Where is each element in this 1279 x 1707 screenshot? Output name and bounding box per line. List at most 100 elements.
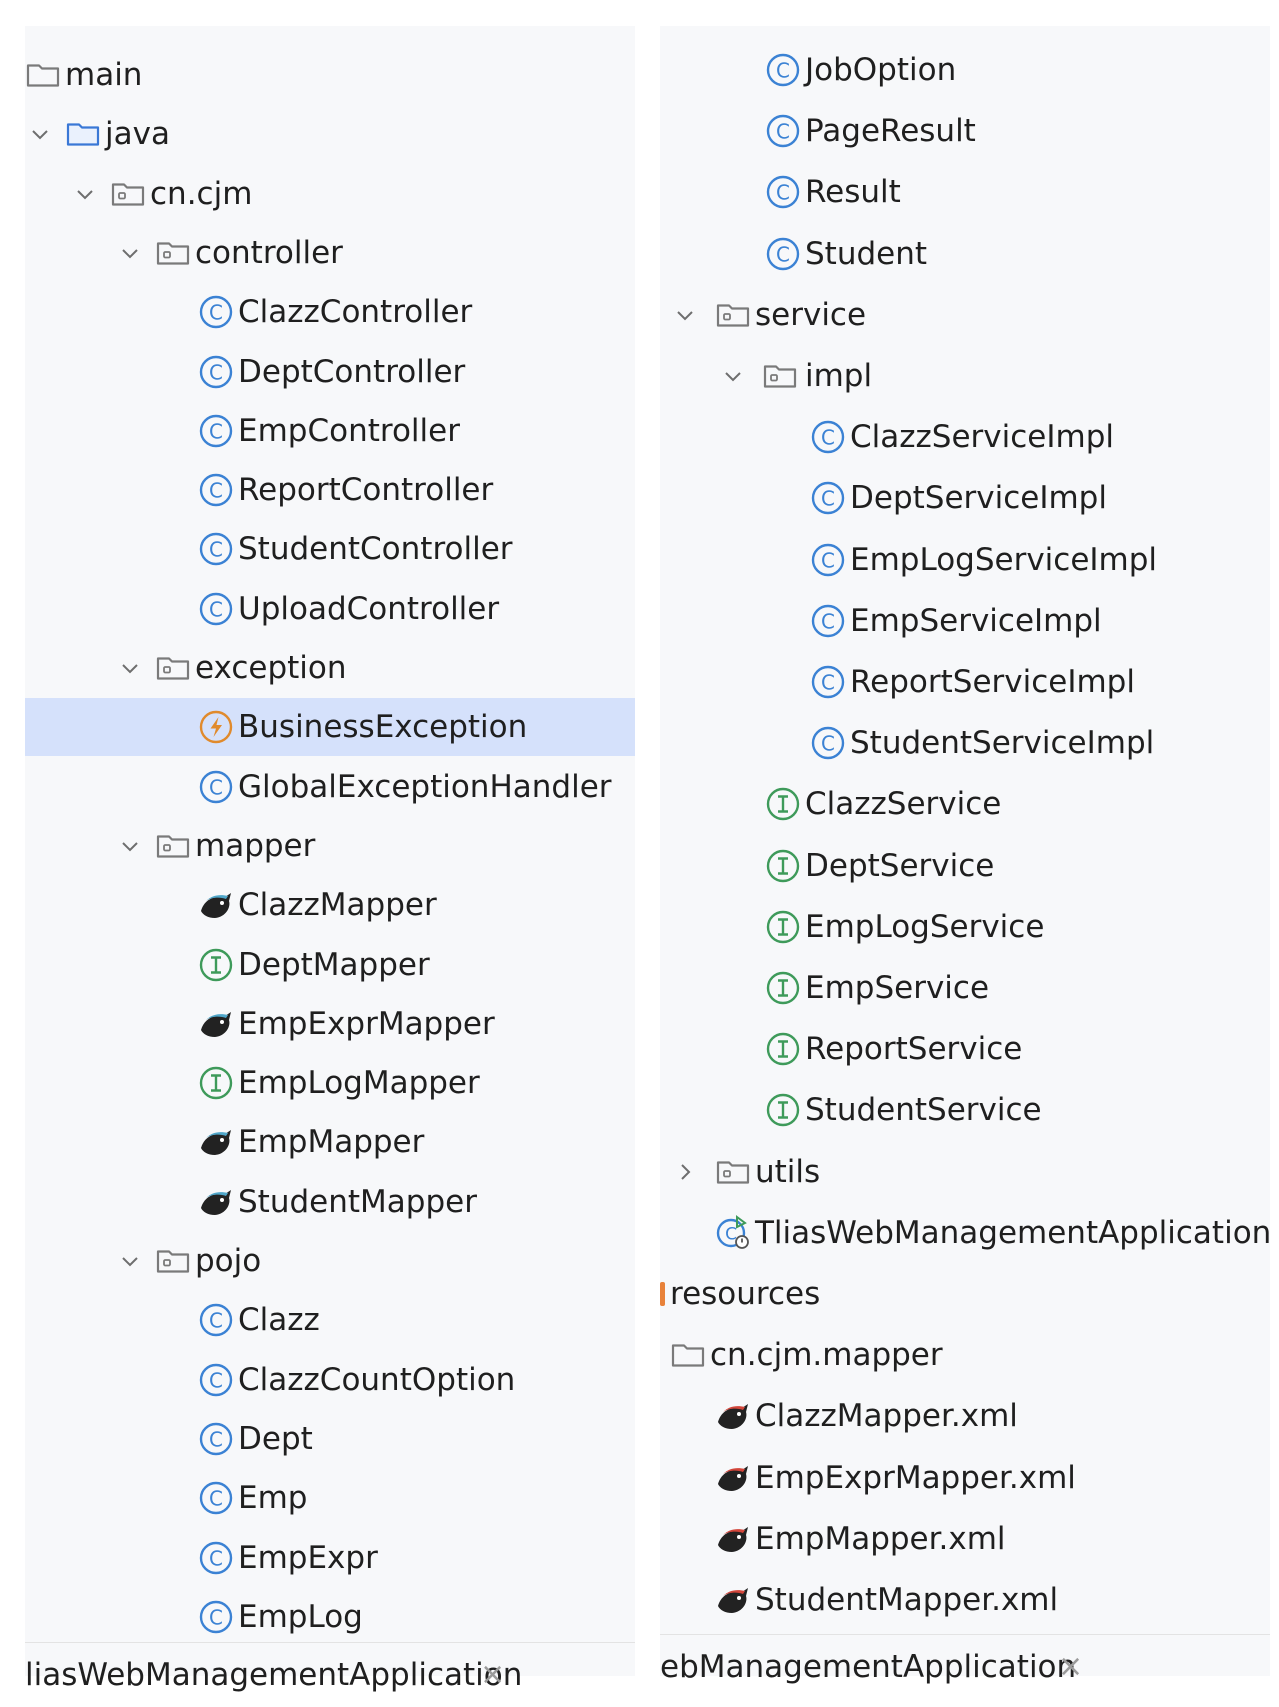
interface-icon [198,1065,234,1101]
tree-item-label: DeptServiceImpl [850,480,1107,517]
tab-title[interactable]: ebManagementApplication [660,1649,1077,1685]
class-icon: C [198,294,234,330]
tree-item-pojo[interactable]: pojo [25,1232,635,1290]
tree-item-label: Result [805,174,901,211]
chevron-down-icon[interactable] [115,817,145,875]
svg-text:C: C [776,59,790,83]
tree-item-main[interactable]: main [25,46,635,104]
folder-plain-icon [670,1337,706,1373]
editor-tab-right[interactable]: ebManagementApplication × [660,1634,1270,1699]
class-icon: C [810,725,846,761]
tree-item-clazzmapper-xml[interactable]: ClazzMapper.xml [660,1387,1270,1445]
svg-text:C: C [821,487,835,511]
tree-item-utils[interactable]: utils [660,1143,1270,1201]
tree-item-result[interactable]: C Result [660,163,1270,221]
chevron-down-icon[interactable] [115,1232,145,1290]
tree-item-exception[interactable]: exception [25,639,635,697]
tree-item-label: EmpMapper.xml [755,1520,1006,1557]
tree-item-deptmapper[interactable]: DeptMapper [25,936,635,994]
tree-item-deptservice[interactable]: DeptService [660,837,1270,895]
svg-text:C: C [821,609,835,633]
tree-item-label: EmpLogMapper [238,1065,480,1102]
svg-text:C: C [209,1368,223,1392]
tree-item-empexprmapper[interactable]: EmpExprMapper [25,995,635,1053]
tree-item-businessexception[interactable]: BusinessException [25,698,635,757]
tree-item-impl[interactable]: impl [660,347,1270,405]
tree-item-label: EmpExpr [238,1539,378,1576]
tree-item-clazzmapper[interactable]: ClazzMapper [25,876,635,934]
chevron-down-icon[interactable] [25,105,55,163]
tree-item-studentservice[interactable]: StudentService [660,1081,1270,1139]
tree-item-label: ClazzService [805,786,1002,823]
resources-folder-icon [660,1282,665,1306]
tree-item-label: Emp [238,1480,308,1517]
tree-item-reportservice[interactable]: ReportService [660,1020,1270,1078]
tree-item-clazzservice[interactable]: ClazzService [660,775,1270,833]
tree-item-controller[interactable]: controller [25,224,635,282]
class-icon: C [810,480,846,516]
tree-item-empmapper[interactable]: EmpMapper [25,1113,635,1171]
tree-item-label: TliasWebManagementApplication [755,1214,1270,1251]
tree-item-empservice[interactable]: EmpService [660,959,1270,1017]
chevron-down-icon[interactable] [670,286,700,344]
class-icon: C [198,1480,234,1516]
svg-text:C: C [776,242,790,266]
tree-item-cn-cjm[interactable]: cn.cjm [25,165,635,223]
tree-item-studentmapper[interactable]: StudentMapper [25,1173,635,1231]
svg-text:C: C [209,597,223,621]
tree-item-cn-cjm-mapper[interactable]: cn.cjm.mapper [660,1326,1270,1384]
tree-item-mapper[interactable]: mapper [25,817,635,875]
chevron-right-icon[interactable] [670,1143,700,1201]
tree-item-emplogmapper[interactable]: EmpLogMapper [25,1054,635,1112]
tree-item-studentmapper-xml[interactable]: StudentMapper.xml [660,1571,1270,1629]
tree-item-emplogservice[interactable]: EmpLogService [660,898,1270,956]
chevron-down-icon[interactable] [115,224,145,282]
tab-close-icon[interactable]: × [480,1657,506,1692]
tree-item-empmapper-xml[interactable]: EmpMapper.xml [660,1510,1270,1568]
class-icon: C [198,1599,234,1635]
tree-item-resources[interactable]: resources [660,1265,1270,1323]
tab-title[interactable]: liasWebManagementApplication [25,1657,523,1693]
svg-text:C: C [209,1487,223,1511]
svg-text:C: C [776,181,790,205]
tree-item-java[interactable]: java [25,105,635,163]
folder-package-icon [155,828,191,864]
mybatis-icon [198,1184,234,1220]
folder-package-icon [715,297,751,333]
tree-item-empexprmapper-xml[interactable]: EmpExprMapper.xml [660,1449,1270,1507]
tree-item-service[interactable]: service [660,286,1270,344]
tree-item-label: EmpLogService [805,908,1045,945]
tree-item-emp[interactable]: C Emp [25,1469,635,1527]
svg-text:C: C [209,479,223,503]
tab-close-icon[interactable]: × [1058,1649,1084,1684]
chevron-down-icon[interactable] [70,165,100,223]
chevron-down-icon[interactable] [718,347,748,405]
editor-tab-left[interactable]: liasWebManagementApplication × [25,1642,635,1707]
class-icon: C [810,419,846,455]
interface-icon [765,970,801,1006]
tree-item-deptserviceimpl[interactable]: C DeptServiceImpl [660,469,1270,527]
chevron-down-icon[interactable] [115,639,145,697]
svg-text:C: C [821,548,835,572]
